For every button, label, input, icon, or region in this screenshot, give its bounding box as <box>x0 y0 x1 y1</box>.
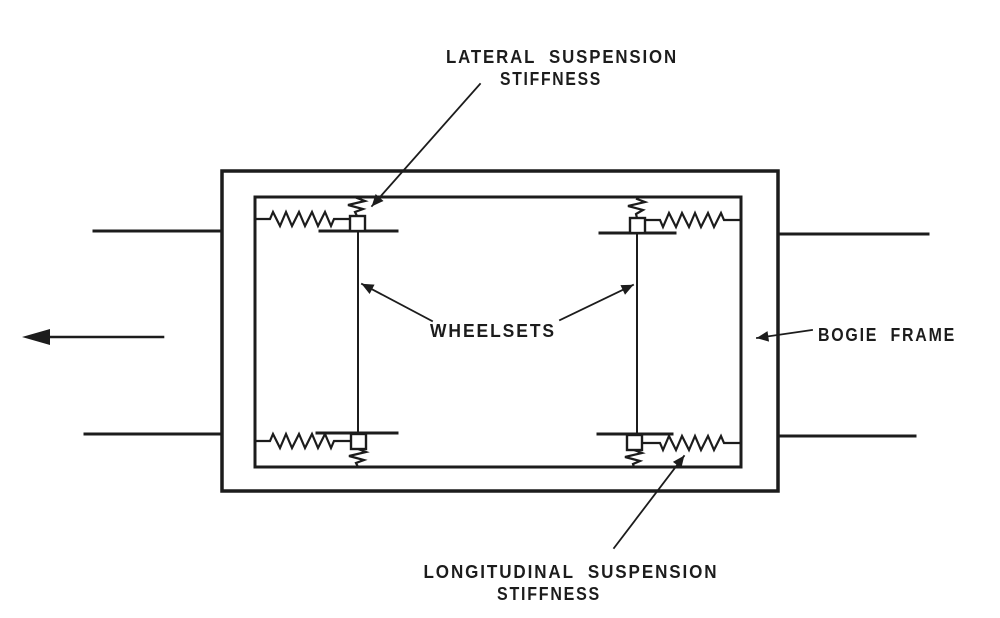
longitudinal-spring-top-left <box>253 209 352 229</box>
leader-wheelsets-right <box>558 283 635 322</box>
journal-box-top-right <box>628 216 647 235</box>
label-lateral-suspension-line1: LATERAL SUSPENSION <box>446 47 678 67</box>
bogie-frame-inner <box>253 195 743 469</box>
lateral-spring-bottom-right <box>624 448 646 469</box>
travel-direction-arrow-icon <box>22 329 165 345</box>
longitudinal-spring-top-right <box>643 210 743 230</box>
label-longitudinal-suspension-line2: STIFFNESS <box>497 584 601 604</box>
journal-box-bottom-right <box>625 433 644 452</box>
journal-box-top-left <box>348 214 367 233</box>
label-longitudinal-suspension-line1: LONGITUDINAL SUSPENSION <box>424 562 719 582</box>
annotations: LATERAL SUSPENSION STIFFNESS WHEELSETS B… <box>424 47 956 604</box>
leader-wheelsets-left <box>360 282 434 323</box>
linework <box>22 82 930 550</box>
leader-longitudinal-suspension <box>612 454 686 550</box>
leader-lateral-suspension <box>370 82 482 208</box>
journal-box-bottom-left <box>349 432 368 451</box>
lateral-spring-top-left <box>347 196 369 218</box>
lateral-spring-top-right <box>627 197 649 220</box>
label-lateral-suspension-line2: STIFFNESS <box>500 69 602 89</box>
lateral-spring-bottom-left <box>348 447 370 469</box>
longitudinal-spring-bottom-right <box>640 433 743 453</box>
longitudinal-spring-bottom-left <box>253 431 353 451</box>
label-bogie-frame: BOGIE FRAME <box>818 325 956 345</box>
leader-bogie-frame <box>755 328 814 342</box>
bogie-frame-outer <box>220 169 780 493</box>
label-wheelsets: WHEELSETS <box>430 321 556 341</box>
